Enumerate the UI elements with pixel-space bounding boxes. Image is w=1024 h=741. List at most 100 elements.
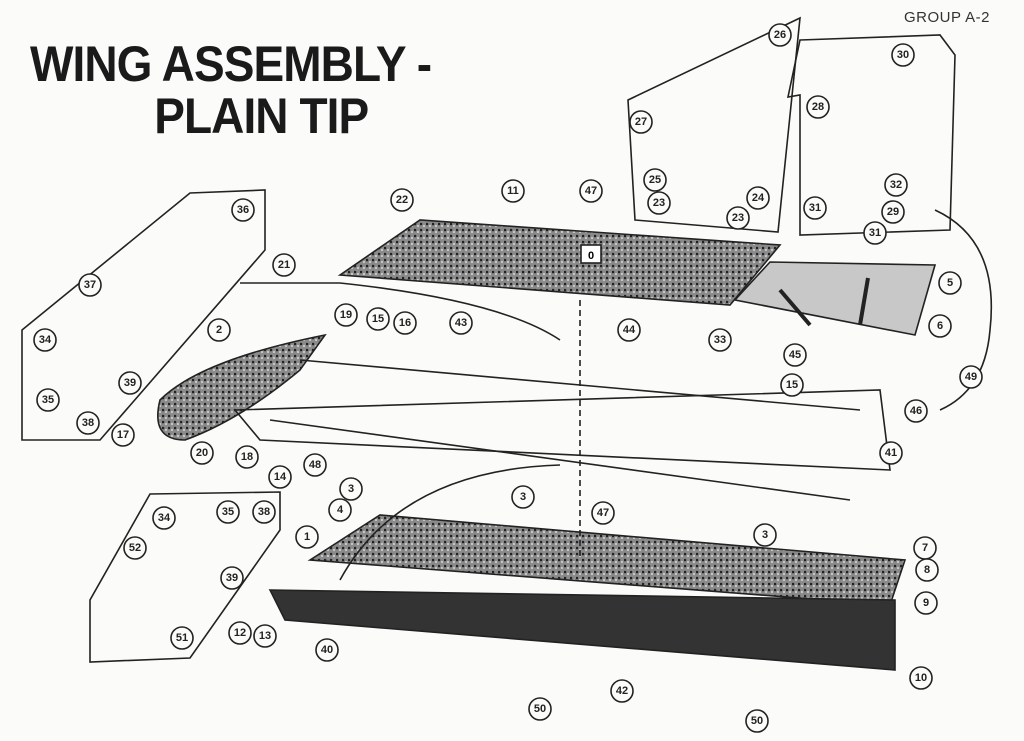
callout-3: 3 bbox=[339, 477, 363, 501]
callout-4: 4 bbox=[328, 498, 352, 522]
callout-number: 33 bbox=[714, 334, 726, 346]
callout-34: 34 bbox=[152, 506, 176, 530]
callout-10: 10 bbox=[909, 666, 933, 690]
callout-number: 26 bbox=[774, 29, 786, 41]
callout-number: 37 bbox=[84, 279, 96, 291]
callout-number: 38 bbox=[82, 417, 94, 429]
callout-15: 15 bbox=[780, 373, 804, 397]
callout-2: 2 bbox=[207, 318, 231, 342]
callout-number: 10 bbox=[915, 672, 927, 684]
callout-1: 1 bbox=[295, 525, 319, 549]
callout-circle bbox=[393, 311, 417, 335]
callout-3: 3 bbox=[753, 523, 777, 547]
callout-number: 16 bbox=[399, 317, 411, 329]
callout-circle bbox=[629, 110, 653, 134]
callout-number: 18 bbox=[241, 451, 253, 463]
detail-box-upper-left bbox=[627, 16, 801, 233]
callout-number: 5 bbox=[947, 277, 953, 289]
callout-circle bbox=[528, 697, 552, 721]
callout-12: 12 bbox=[228, 621, 252, 645]
callout-circle bbox=[328, 498, 352, 522]
callout-circle bbox=[803, 196, 827, 220]
callout-circle bbox=[928, 314, 952, 338]
callout-23: 23 bbox=[726, 206, 750, 230]
callout-circle bbox=[449, 311, 473, 335]
title-line-1: WING ASSEMBLY - bbox=[30, 36, 432, 92]
callout-number: 34 bbox=[158, 512, 171, 524]
callout-20: 20 bbox=[190, 441, 214, 465]
callout-number: 29 bbox=[887, 206, 899, 218]
callout-39: 39 bbox=[220, 566, 244, 590]
callout-number: 23 bbox=[732, 212, 744, 224]
callout-32: 32 bbox=[884, 173, 908, 197]
callout-circle bbox=[617, 318, 641, 342]
callout-number: 2 bbox=[216, 324, 222, 336]
callout-circle bbox=[220, 566, 244, 590]
callout-48: 48 bbox=[303, 453, 327, 477]
callout-number: 38 bbox=[258, 506, 270, 518]
callout-number: 25 bbox=[649, 174, 661, 186]
callout-24: 24 bbox=[746, 186, 770, 210]
callout-number: 52 bbox=[129, 542, 141, 554]
callout-52: 52 bbox=[123, 536, 147, 560]
callout-circle bbox=[579, 179, 603, 203]
callout-8: 8 bbox=[915, 558, 939, 582]
callout-15: 15 bbox=[366, 307, 390, 331]
callout-circle bbox=[36, 388, 60, 412]
callout-number: 3 bbox=[762, 529, 768, 541]
callout-number: 48 bbox=[309, 459, 321, 471]
callout-number: 40 bbox=[321, 644, 333, 656]
callout-35: 35 bbox=[216, 500, 240, 524]
callout-circle bbox=[884, 173, 908, 197]
callout-number: 15 bbox=[786, 379, 798, 391]
callout-27: 27 bbox=[629, 110, 653, 134]
callout-circle bbox=[726, 206, 750, 230]
callout-number: 43 bbox=[455, 317, 467, 329]
callout-number: 7 bbox=[922, 542, 928, 554]
callout-16: 16 bbox=[393, 311, 417, 335]
callout-17: 17 bbox=[111, 423, 135, 447]
callout-number: 34 bbox=[39, 334, 52, 346]
callout-circle bbox=[915, 558, 939, 582]
callout-28: 28 bbox=[806, 95, 830, 119]
callout-circle bbox=[501, 179, 525, 203]
callout-circle bbox=[123, 536, 147, 560]
callout-number: 39 bbox=[226, 572, 238, 584]
callout-number: 50 bbox=[534, 703, 546, 715]
callout-number: 11 bbox=[507, 185, 519, 197]
callout-number: 6 bbox=[937, 320, 943, 332]
callout-circle bbox=[904, 399, 928, 423]
callout-circle bbox=[207, 318, 231, 342]
callout-49: 49 bbox=[959, 365, 983, 389]
callout-7: 7 bbox=[913, 536, 937, 560]
callout-circle bbox=[863, 221, 887, 245]
callout-circle bbox=[610, 679, 634, 703]
callout-circle bbox=[118, 371, 142, 395]
callout-number: 27 bbox=[635, 116, 647, 128]
callout-number: 46 bbox=[910, 405, 922, 417]
callout-number: 28 bbox=[812, 101, 824, 113]
callout-30: 30 bbox=[891, 43, 915, 67]
upper-skin-panel bbox=[337, 219, 782, 306]
callout-number: 36 bbox=[237, 204, 249, 216]
callout-5: 5 bbox=[938, 271, 962, 295]
callout-number: 4 bbox=[337, 504, 344, 516]
callout-11: 11 bbox=[501, 179, 525, 203]
callout-circle bbox=[783, 343, 807, 367]
callout-circle bbox=[334, 303, 358, 327]
callout-number: 44 bbox=[623, 324, 636, 336]
callout-26: 26 bbox=[768, 23, 792, 47]
callout-number: 17 bbox=[117, 429, 129, 441]
callout-39: 39 bbox=[118, 371, 142, 395]
callout-circle bbox=[170, 626, 194, 650]
lower-skin-panel bbox=[307, 514, 907, 606]
callout-circle bbox=[511, 485, 535, 509]
callout-3: 3 bbox=[511, 485, 535, 509]
callout-number: 42 bbox=[616, 685, 628, 697]
callout-number: 31 bbox=[809, 202, 821, 214]
callout-45: 45 bbox=[783, 343, 807, 367]
callout-circle bbox=[252, 500, 276, 524]
callout-circle bbox=[33, 328, 57, 352]
callout-number: 20 bbox=[196, 447, 208, 459]
